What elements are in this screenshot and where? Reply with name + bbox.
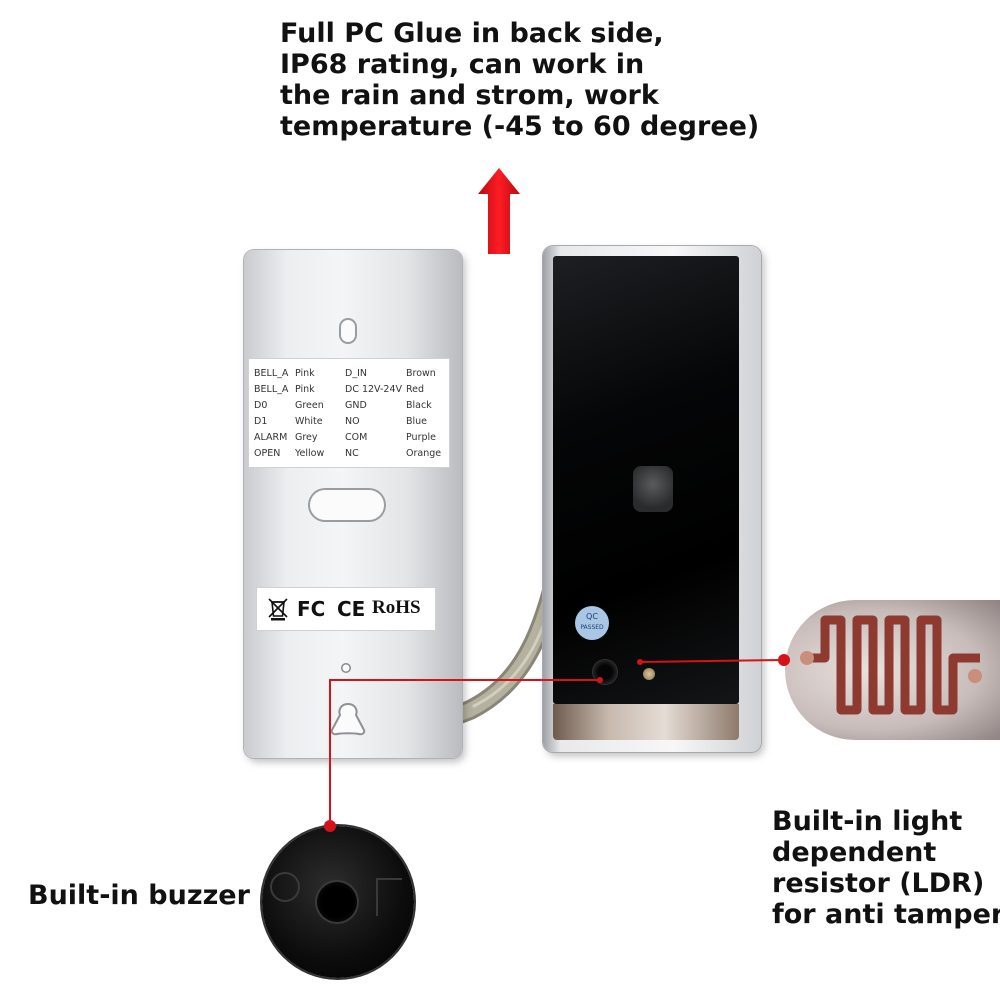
- top-caption-line: the rain and strom, work: [280, 80, 659, 111]
- buzzer-caption: Built-in buzzer: [28, 880, 250, 911]
- wire-signal: GND: [345, 400, 367, 411]
- buzzer-hole: [317, 882, 357, 922]
- wire-signal: D0: [254, 400, 268, 411]
- card-reader: QC PASSED: [543, 246, 761, 752]
- qc-sticker-line: PASSED: [580, 624, 604, 631]
- top-caption-line: IP68 rating, can work in: [280, 49, 645, 80]
- wiring-row: ALARM Grey COM Purple: [249, 432, 449, 448]
- wire-signal: BELL_A: [254, 368, 289, 379]
- wiring-row: OPEN Yellow NC Orange: [249, 448, 449, 464]
- wire-signal: COM: [345, 432, 368, 443]
- fc-mark: FC: [297, 597, 326, 621]
- qc-sticker-line: QC: [586, 612, 598, 621]
- wiring-row: D1 White NO Blue: [249, 416, 449, 432]
- wire-color: White: [295, 416, 323, 427]
- ldr-caption-line: resistor (LDR): [772, 868, 985, 899]
- wire-color: Grey: [295, 432, 318, 443]
- reader-glass-panel: QC PASSED: [553, 256, 739, 704]
- buzzer-closeup: [262, 826, 414, 978]
- wire-color: Blue: [406, 416, 428, 427]
- wire-color: Brown: [406, 368, 436, 379]
- keyhole-slot: [330, 702, 366, 736]
- top-caption-line: Full PC Glue in back side,: [280, 18, 664, 49]
- wire-color: Pink: [295, 368, 315, 379]
- wiring-row: D0 Green GND Black: [249, 400, 449, 416]
- ldr-caption: Built-in light dependent resistor (LDR) …: [772, 806, 1000, 930]
- qc-passed-sticker: QC PASSED: [575, 606, 609, 640]
- wiring-row: BELL_A Pink DC 12V-24V Red: [249, 384, 449, 400]
- wire-signal: D1: [254, 416, 268, 427]
- top-caption-line: temperature (-45 to 60 degree): [280, 111, 760, 142]
- buzzer-opening: [593, 660, 617, 684]
- wire-color: Pink: [295, 384, 315, 395]
- wire-color: Green: [295, 400, 324, 411]
- wire-signal: ALARM: [254, 432, 288, 443]
- ldr-caption-line: for anti tamper: [772, 899, 1000, 930]
- wiring-label: BELL_A Pink D_IN Brown BELL_A Pink DC 12…: [248, 358, 450, 468]
- wire-signal: NO: [345, 416, 360, 427]
- screw-hole-small: [341, 663, 351, 673]
- certification-label: FC CE RoHS: [256, 587, 436, 631]
- wire-color: Yellow: [295, 448, 325, 459]
- rohs-mark: RoHS: [372, 597, 421, 618]
- top-caption: Full PC Glue in back side, IP68 rating, …: [280, 18, 759, 142]
- buzzer-marking: [272, 874, 298, 900]
- ldr-closeup: [785, 600, 1000, 740]
- reader-bottom-edge: [553, 704, 739, 740]
- wiring-row: BELL_A Pink D_IN Brown: [249, 368, 449, 384]
- wire-signal: BELL_A: [254, 384, 289, 395]
- ldr-serpentine-trace: [800, 615, 982, 715]
- buzzer-marking: [376, 878, 402, 916]
- wire-color: Black: [406, 400, 432, 411]
- arrow-up-icon: [478, 168, 520, 254]
- wire-signal: NC: [345, 448, 359, 459]
- wire-signal: DC 12V-24V: [345, 384, 403, 395]
- wire-color: Red: [406, 384, 425, 395]
- wire-color: Purple: [406, 432, 437, 443]
- ce-mark: CE: [337, 597, 366, 621]
- wire-color: Orange: [406, 448, 442, 459]
- ldr-caption-line: Built-in light: [772, 806, 963, 837]
- cable-slot: [308, 488, 386, 522]
- crossed-bin-icon: [268, 598, 288, 621]
- mounting-slot-top: [339, 318, 357, 344]
- wire-signal: D_IN: [345, 368, 367, 379]
- ldr-caption-line: dependent: [772, 837, 937, 868]
- wire-signal: OPEN: [254, 448, 281, 459]
- back-plate: BELL_A Pink D_IN Brown BELL_A Pink DC 12…: [244, 250, 462, 758]
- cable-grommet: [633, 466, 673, 512]
- ldr-sensor: [643, 668, 655, 680]
